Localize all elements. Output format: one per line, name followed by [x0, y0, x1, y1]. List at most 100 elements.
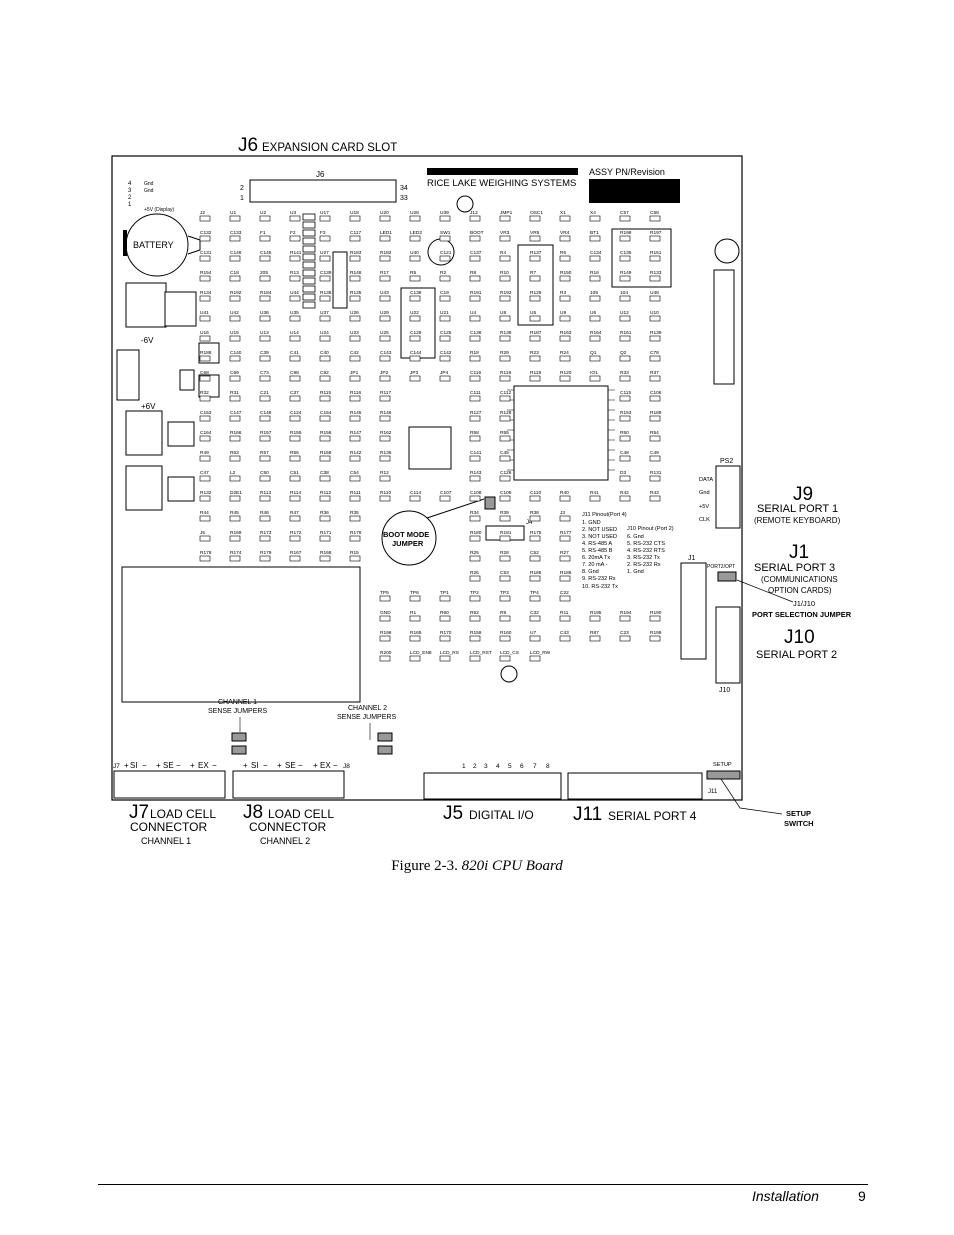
component-footprint — [469, 435, 481, 442]
component-footprint — [499, 495, 511, 502]
component-label: R171 — [320, 530, 332, 536]
component-label: R173 — [260, 530, 272, 536]
svg-text:J9: J9 — [793, 484, 813, 505]
component-footprint — [349, 435, 361, 442]
component-footprint — [379, 375, 391, 382]
component-footprint — [289, 535, 301, 542]
component-footprint — [619, 435, 631, 442]
component-footprint — [319, 495, 331, 502]
component-footprint — [439, 495, 451, 502]
component-footprint — [439, 295, 451, 302]
component-label: SW1 — [440, 230, 451, 236]
component-footprint — [199, 235, 211, 242]
component-label: R33 — [620, 370, 629, 376]
component-footprint — [349, 395, 361, 402]
component-footprint — [529, 335, 541, 342]
component-footprint — [319, 315, 331, 322]
svg-text:OPTION CARDS): OPTION CARDS) — [768, 586, 832, 595]
component-footprint — [289, 515, 301, 522]
component-footprint — [649, 435, 661, 442]
svg-text:Gnd: Gnd — [699, 490, 710, 496]
component-footprint — [349, 495, 361, 502]
component-label: R42 — [620, 490, 629, 496]
component-footprint — [469, 395, 481, 402]
component-label: F2 — [290, 230, 296, 236]
svg-text:CONNECTOR: CONNECTOR — [249, 820, 326, 834]
component-label: C51 — [290, 470, 299, 476]
svg-text:J4: J4 — [526, 520, 533, 526]
component-label: R186 — [560, 570, 572, 576]
component-label: LCD_CS — [500, 650, 519, 656]
component-footprint — [649, 635, 661, 642]
j11-connector — [567, 772, 703, 800]
component-label: R117 — [380, 390, 391, 396]
component-label: R190 — [650, 610, 662, 616]
svg-text:6: 6 — [520, 763, 524, 770]
component-footprint — [499, 595, 511, 602]
component-footprint — [439, 235, 451, 242]
component-label: C131 — [200, 250, 212, 256]
svg-text:5: 5 — [508, 763, 512, 770]
component-footprint — [469, 535, 481, 542]
component-footprint — [349, 455, 361, 462]
component-footprint — [289, 295, 301, 302]
component-label: C121 — [440, 250, 452, 256]
component-label: TP5 — [380, 590, 389, 596]
component-footprint — [409, 335, 421, 342]
component-label: R163 — [560, 330, 572, 336]
component-footprint — [649, 375, 661, 382]
component-label: R162 — [380, 430, 392, 436]
component-label: R134 — [200, 290, 212, 296]
component-label: VR3 — [500, 230, 510, 236]
setup-callout: SETUP SWITCH — [720, 778, 814, 828]
component-label: C132 — [200, 230, 212, 236]
jp3 — [377, 732, 393, 742]
component-label: Q1 — [590, 350, 597, 356]
j7-callout: J7 LOAD CELL CONNECTOR CHANNEL 1 — [129, 802, 216, 846]
j5-connector — [423, 772, 562, 800]
component-footprint — [199, 555, 211, 562]
svg-text:SI: SI — [251, 761, 259, 770]
footer-rule — [98, 1184, 868, 1185]
component-label: R196 — [380, 630, 392, 636]
component-label: C144 — [410, 350, 422, 356]
svg-text:4: 4 — [128, 181, 132, 187]
component-label: LED2 — [410, 230, 422, 236]
component-label: C109 — [500, 490, 512, 496]
component-label: C138 — [410, 290, 422, 296]
component-label: C58 — [650, 210, 659, 216]
component-label: R155 — [290, 430, 302, 436]
component-footprint — [529, 235, 541, 242]
component-footprint — [379, 275, 391, 282]
component-footprint — [349, 535, 361, 542]
j1-callout: J1 SERIAL PORT 3 (COMMUNICATIONS OPTION … — [736, 542, 852, 619]
component-label: C125 — [440, 330, 452, 336]
component-footprint — [409, 495, 421, 502]
component-footprint — [559, 255, 571, 262]
component-footprint — [289, 415, 301, 422]
component-label: U35 — [290, 310, 299, 316]
component-label: C126 — [500, 470, 512, 476]
component-footprint — [619, 335, 631, 342]
component-label: BOOT — [470, 230, 484, 236]
integrated-circuits — [121, 228, 735, 703]
component-label: R114 — [290, 490, 301, 496]
j10-pinout: J10 Pinout (Port 2) 6. Gnd 5. RS-232 CTS… — [627, 526, 674, 575]
component-label: R185 — [530, 570, 542, 576]
component-footprint — [469, 295, 481, 302]
svg-text:SI: SI — [130, 761, 138, 770]
figure-title: 820i CPU Board — [461, 858, 563, 874]
component-label: R16 — [590, 270, 599, 276]
component-footprint — [379, 295, 391, 302]
component-footprint — [319, 455, 331, 462]
component-footprint — [589, 495, 601, 502]
component-footprint — [619, 215, 631, 222]
u17 — [408, 426, 452, 470]
component-footprint — [529, 655, 541, 662]
footer-section: Installation — [752, 1188, 819, 1204]
component-label: TP1 — [440, 590, 449, 596]
component-footprint — [499, 535, 511, 542]
component-footprint — [619, 355, 631, 362]
component-footprint — [379, 315, 391, 322]
component-label: U48 — [650, 290, 659, 296]
